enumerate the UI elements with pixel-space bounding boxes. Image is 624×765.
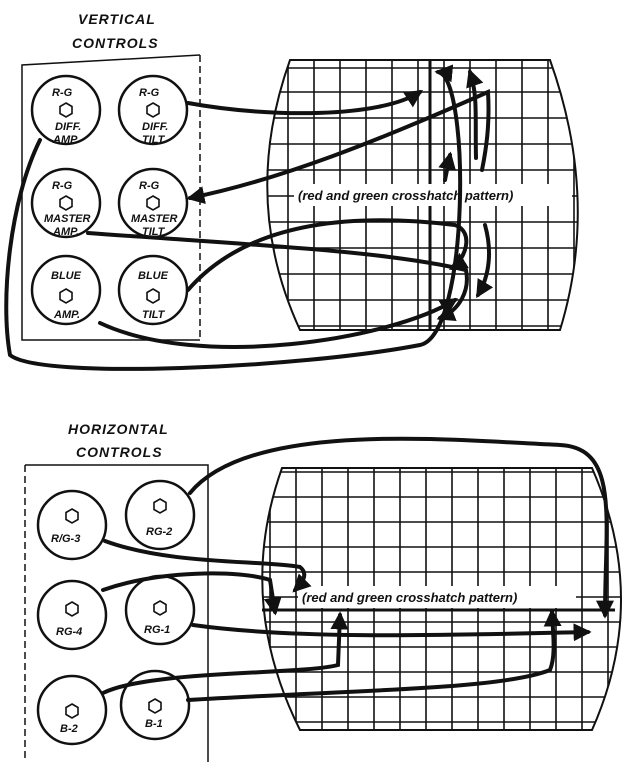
- knob-blue-tilt[interactable]: BLUE TILT: [117, 254, 189, 326]
- horizontal-pattern-label: (red and green crosshatch pattern): [302, 590, 517, 605]
- arrow-rg4: [101, 571, 282, 616]
- knob-rg-master-amp-ring: [30, 167, 102, 239]
- knob-label-line1: R-G: [52, 87, 73, 99]
- knob-label-line2: DIFF.: [55, 121, 81, 133]
- arrow-blue-tilt: [186, 218, 469, 292]
- hex-nut-icon: [65, 703, 79, 719]
- knob-label-line1: R-G: [139, 180, 160, 192]
- knob-rg4[interactable]: RG-4: [36, 579, 108, 651]
- hex-nut-icon: [146, 288, 160, 304]
- horizontal-control-panel: [24, 464, 209, 762]
- arrow-blue-amp-return: [476, 223, 494, 299]
- knob-label: RG-2: [146, 526, 172, 538]
- knob-label-line3: AMP.: [53, 309, 80, 321]
- knob-rg-diff-tilt[interactable]: R-G DIFF. TILT: [117, 74, 189, 146]
- knob-label: RG-4: [56, 626, 82, 638]
- knob-label-line1: R-G: [139, 87, 160, 99]
- knob-rg2-ring: [124, 479, 196, 551]
- knob-rg3-ring: [36, 489, 108, 561]
- knob-label: RG-1: [144, 624, 170, 636]
- knob-rg-diff-amp[interactable]: R-G DIFF. AMP.: [30, 74, 102, 146]
- hex-nut-icon: [146, 102, 160, 118]
- arrow-rg2: [188, 436, 615, 619]
- vertical-pattern-label-bg: [294, 184, 572, 206]
- vertical-title-line1: VERTICAL: [78, 11, 156, 27]
- hex-nut-icon: [65, 508, 79, 524]
- arrow-diff-amp-return: [466, 68, 484, 160]
- knob-b2-ring: [36, 674, 108, 746]
- vertical-control-panel: [21, 54, 201, 341]
- knob-label-line1: BLUE: [138, 270, 169, 282]
- knob-rg-diff-tilt-ring: [117, 74, 189, 146]
- hex-nut-icon: [153, 498, 167, 514]
- hex-nut-icon: [59, 195, 73, 211]
- knob-label-line1: R-G: [52, 180, 73, 192]
- horizontal-title-line1: HORIZONTAL: [68, 421, 169, 437]
- vertical-title-line2: CONTROLS: [72, 35, 159, 51]
- arrow-rg3: [103, 539, 312, 593]
- hex-nut-icon: [153, 600, 167, 616]
- hex-nut-icon: [148, 698, 162, 714]
- arrow-rg1: [191, 623, 592, 642]
- knob-rg-master-amp[interactable]: R-G MASTER AMP.: [30, 167, 102, 239]
- hex-nut-icon: [59, 102, 73, 118]
- knob-label-line3: TILT: [142, 226, 166, 238]
- knob-rg-master-tilt[interactable]: R-G MASTER TILT: [117, 167, 189, 239]
- arrow-blue-amp: [98, 298, 459, 349]
- arrow-master-tilt: [186, 89, 491, 204]
- knob-rg2[interactable]: RG-2: [124, 479, 196, 551]
- arrow-diff-amp: [4, 64, 463, 371]
- vertical-connection-arrows: [4, 64, 494, 371]
- knob-b1-ring: [119, 669, 191, 741]
- knob-label-line3: TILT: [142, 309, 166, 321]
- hex-nut-icon: [146, 195, 160, 211]
- knob-rg-diff-amp-ring: [30, 74, 102, 146]
- knob-label-line3: AMP.: [52, 226, 79, 238]
- knob-label-line3: AMP.: [52, 134, 79, 146]
- arrow-b1: [186, 608, 562, 702]
- knob-b1[interactable]: B-1: [119, 669, 191, 741]
- vertical-pattern-label: (red and green crosshatch pattern): [298, 188, 513, 203]
- knob-b2[interactable]: B-2: [36, 674, 108, 746]
- knob-rg3[interactable]: R/G-3: [36, 489, 108, 561]
- arrow-small-up: [438, 151, 457, 182]
- knob-label-line1: BLUE: [51, 270, 82, 282]
- hex-nut-icon: [59, 288, 73, 304]
- knob-label-line2: MASTER: [44, 213, 91, 225]
- knob-label: R/G-3: [51, 533, 80, 545]
- horizontal-connection-arrows: [101, 436, 615, 702]
- knob-rg4-ring: [36, 579, 108, 651]
- arrow-master-amp: [86, 231, 469, 321]
- horizontal-pattern-label-bg: [298, 586, 576, 608]
- knob-blue-amp-ring: [30, 254, 102, 326]
- arrow-diff-tilt: [186, 90, 424, 116]
- knob-label-line2: MASTER: [131, 213, 178, 225]
- arrow-b2: [101, 611, 349, 695]
- knob-blue-amp[interactable]: BLUE AMP.: [30, 254, 102, 326]
- knob-label-line3: TILT: [142, 134, 166, 146]
- hex-nut-icon: [65, 601, 79, 617]
- horizontal-title-line2: CONTROLS: [76, 444, 163, 460]
- knob-rg1[interactable]: RG-1: [124, 574, 196, 646]
- knob-label: B-1: [145, 718, 163, 730]
- knob-label-line2: DIFF.: [142, 121, 168, 133]
- knob-label: B-2: [60, 723, 78, 735]
